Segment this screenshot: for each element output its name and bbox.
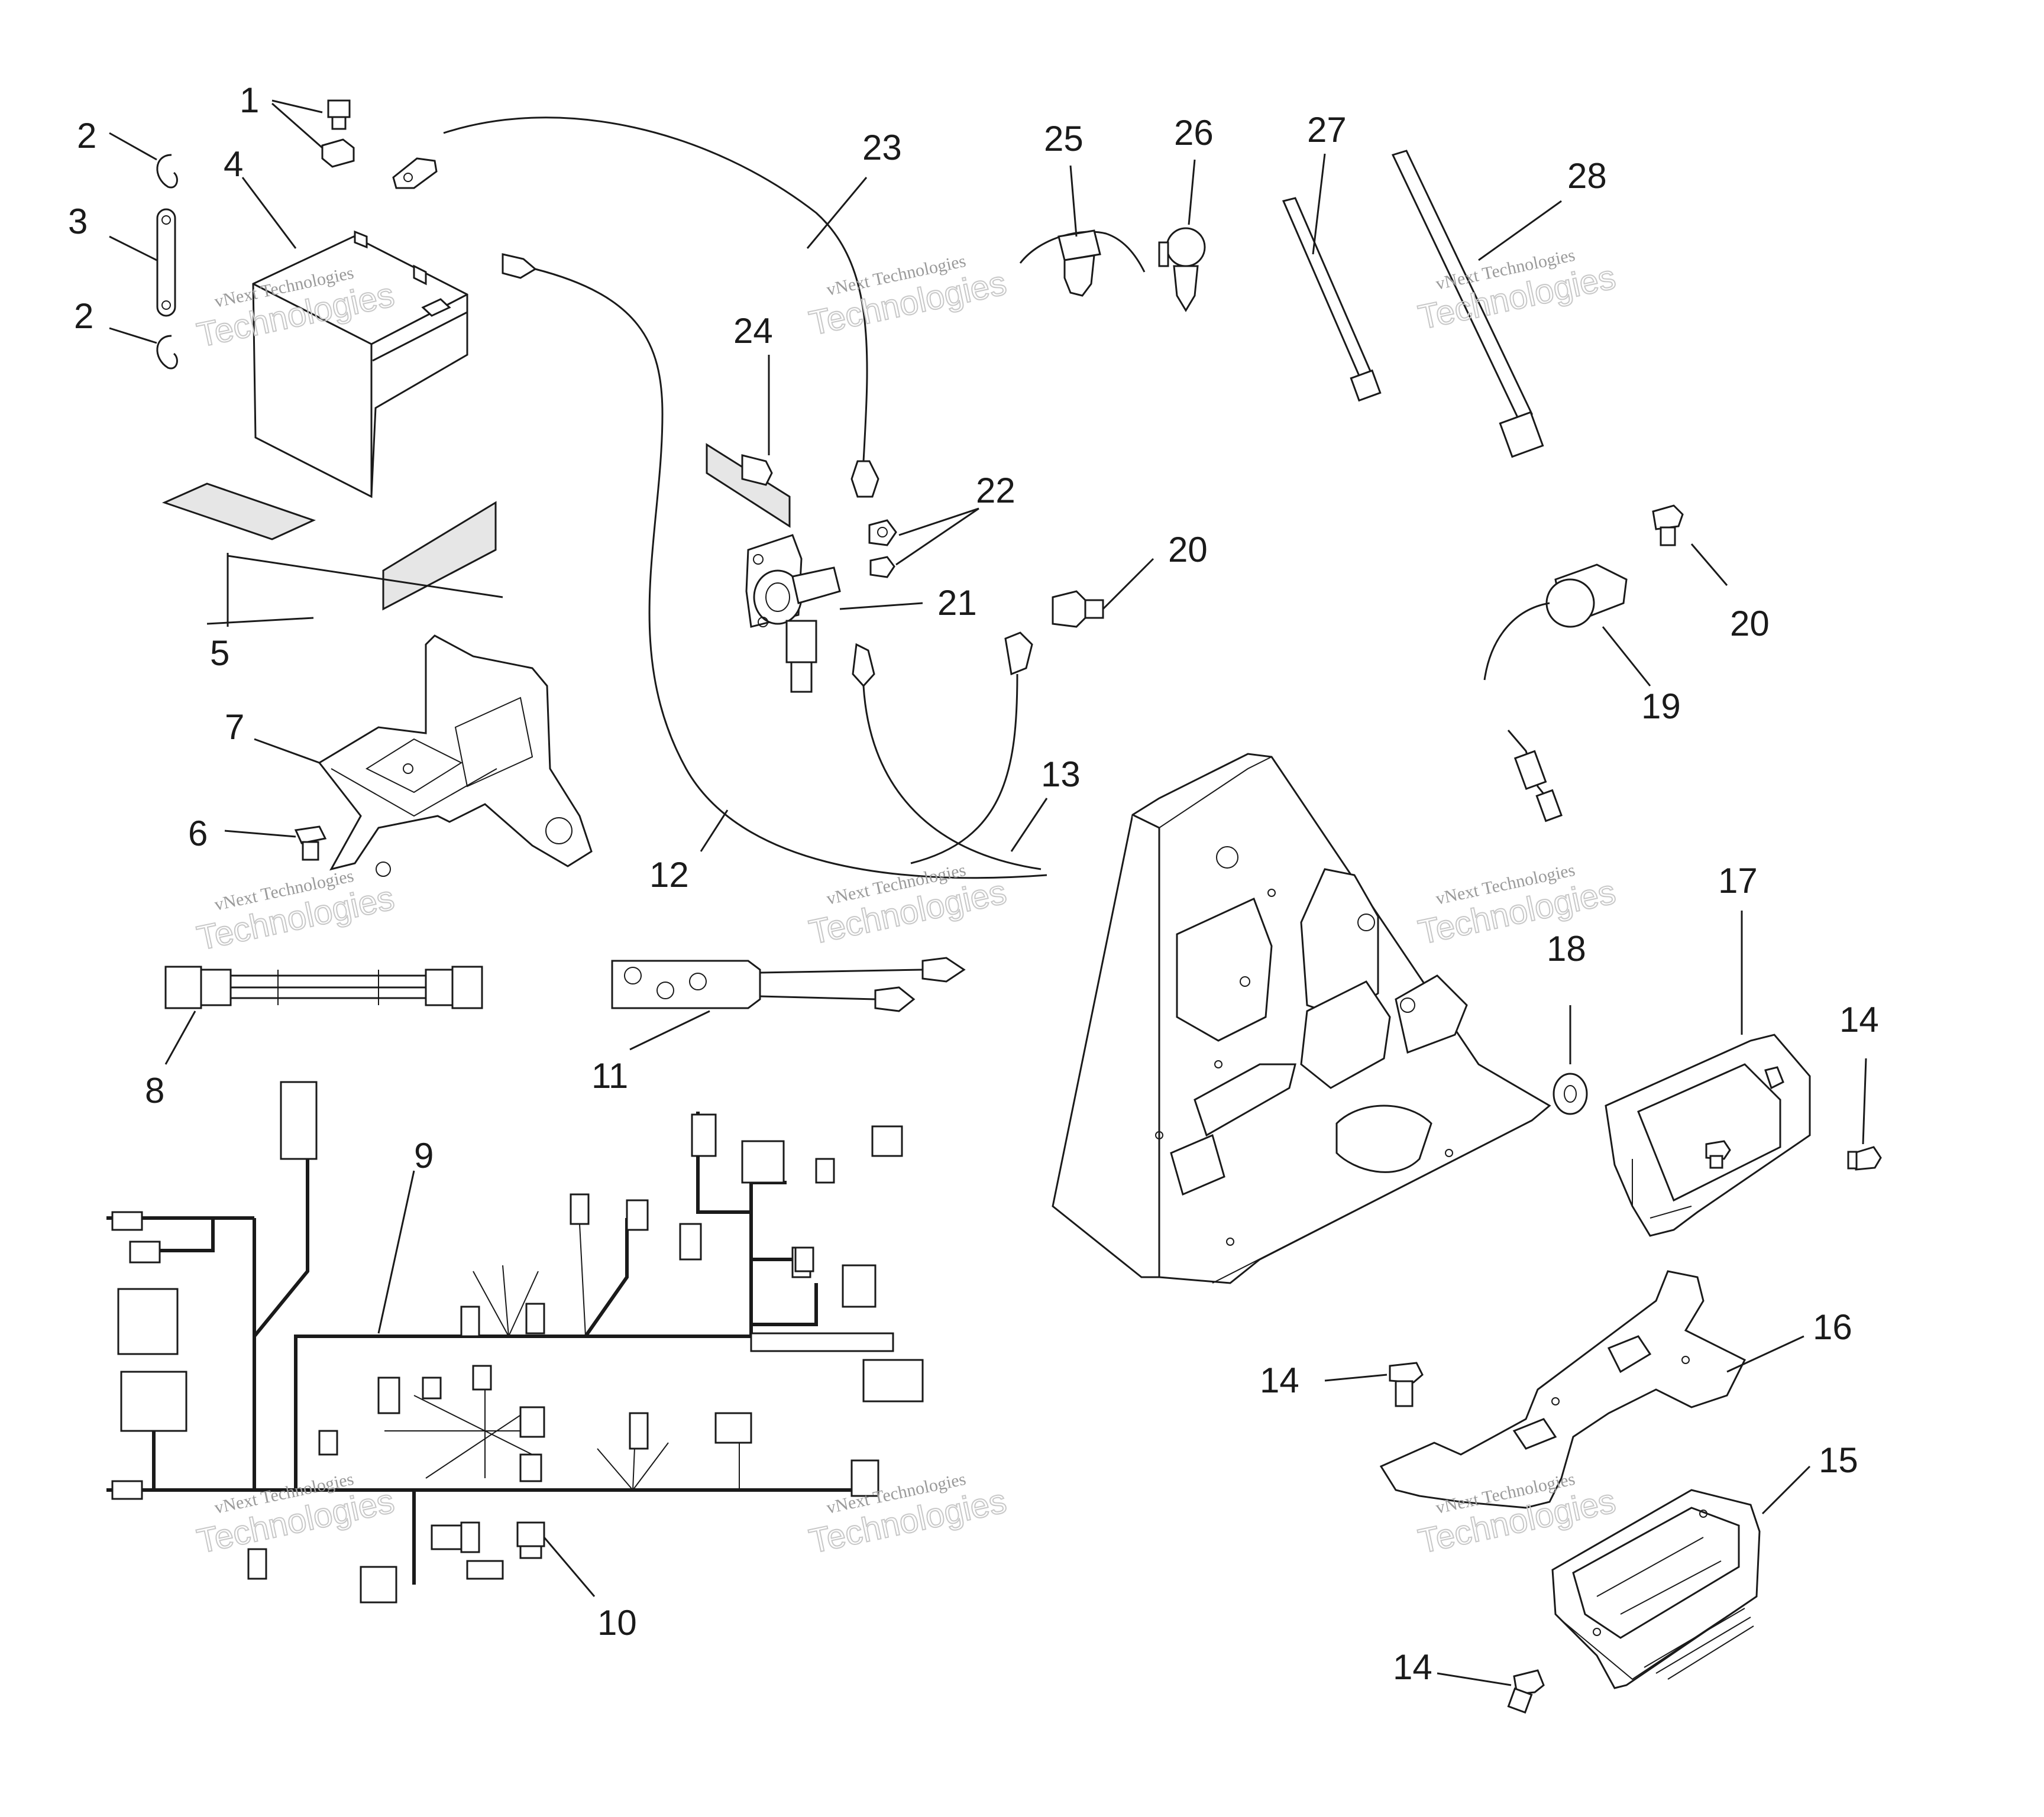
callout-7: 7 [225,707,244,747]
callout-4: 4 [224,144,243,184]
part-22-nuts [868,519,897,578]
callout-27: 27 [1307,110,1347,150]
part-14-screw-right [1847,1146,1882,1171]
watermarks: vNext Technologies Technologies vNext Te… [193,245,1620,1562]
watermark: vNext Technologies Technologies [1415,860,1620,953]
callout-2-lower: 2 [74,296,93,336]
callout-19: 19 [1641,686,1681,726]
part-23-cable [443,116,879,498]
callout-22: 22 [976,471,1015,510]
part-16-mounting-bracket [1379,1270,1747,1509]
callout-25: 25 [1044,119,1084,158]
callout-labels: 1 2 2 3 4 5 6 7 8 9 10 11 12 13 14 14 14… [68,80,1879,1687]
part-20-bolt-right [1652,504,1684,546]
part-2-clip-lower [156,335,178,370]
callout-26: 26 [1174,113,1214,153]
callout-20-center: 20 [1168,530,1208,569]
part-10-connector [516,1521,545,1559]
part-6-bolt [294,825,327,861]
callout-11: 11 [591,1056,628,1096]
part-20-bolt-left [1052,590,1104,628]
part-19-sensor [1483,563,1628,822]
part-13-cables [852,631,1042,870]
callout-14-right: 14 [1839,1000,1879,1039]
callout-28: 28 [1567,156,1607,196]
callout-6: 6 [188,814,208,853]
part-21-solenoid [745,534,841,693]
part-25-push-clip [1019,229,1146,297]
callout-12: 12 [649,855,689,895]
callout-3: 3 [68,202,88,241]
callout-8: 8 [145,1071,164,1110]
part-14-screw-bottom [1507,1669,1545,1714]
callout-17: 17 [1718,861,1758,901]
part-28-cable-tie [1391,150,1544,458]
callout-14-center: 14 [1260,1361,1299,1400]
callout-14-bottom: 14 [1393,1647,1432,1687]
callout-13: 13 [1041,754,1081,794]
leader-lines [109,99,1867,1686]
part-15-enclosure-box [1551,1489,1761,1689]
callout-9: 9 [414,1136,434,1175]
watermark: vNext Technologies Technologies [193,1469,399,1562]
callout-23: 23 [862,128,902,167]
callout-16: 16 [1813,1307,1852,1347]
watermark: vNext Technologies Technologies [806,251,1011,344]
part-1-bolt-and-nut [321,99,438,189]
part-27-cable-tie [1282,197,1382,402]
part-9-main-wiring-harness [106,1081,924,1604]
watermark: vNext Technologies Technologies [806,860,1011,953]
watermark: vNext Technologies Technologies [806,1469,1011,1562]
part-18-washer [1553,1073,1588,1115]
callout-15: 15 [1819,1440,1858,1480]
callout-18: 18 [1547,929,1586,969]
part-3-battery-strap [156,208,176,317]
part-8-adapter-harness [164,966,483,1009]
part-24-bolt [706,443,791,528]
mounting-plate [1052,753,1551,1284]
callout-1: 1 [240,80,259,120]
part-14-screw-center [1389,1362,1424,1407]
part-2-clip-upper [156,154,178,189]
part-4-battery [252,230,468,498]
part-11-cable-assembly [611,957,966,1012]
watermark: vNext Technologies Technologies [193,866,399,958]
callout-21: 21 [937,583,977,623]
part-12-battery-cable [502,253,1047,879]
part-5-battery-pads [161,482,497,611]
callout-20-right: 20 [1730,604,1770,643]
part-26-clip [1158,227,1206,312]
callout-10: 10 [597,1603,637,1643]
part-7-battery-bracket [318,634,593,877]
callout-2-upper: 2 [77,116,96,156]
callout-24: 24 [733,311,773,351]
callout-5: 5 [210,633,229,673]
part-17-control-module [1605,1034,1811,1237]
